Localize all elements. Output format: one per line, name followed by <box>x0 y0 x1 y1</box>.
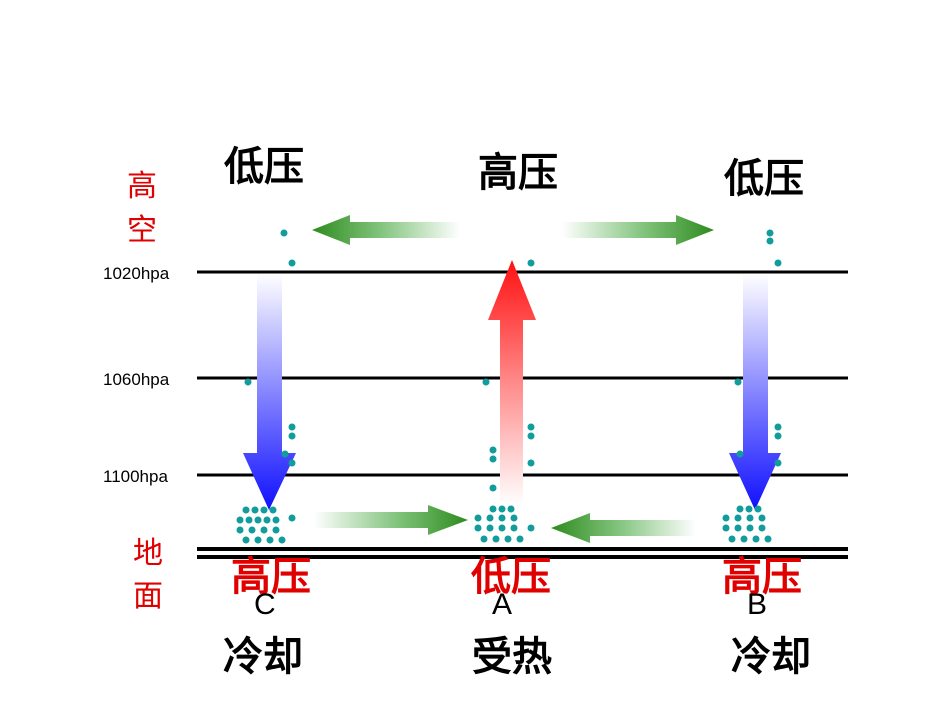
pressure-label-1020: 1020hpa <box>103 264 170 283</box>
pressure-label-1060: 1060hpa <box>103 370 170 389</box>
state-label-left: 冷却 <box>223 634 303 680</box>
state-label-right: 冷却 <box>731 634 811 680</box>
upper-arrow-left <box>312 215 460 245</box>
upper-arrow-right <box>562 215 714 245</box>
air-particles <box>236 229 782 544</box>
state-label-center: 受热 <box>472 634 552 680</box>
point-label-b: B <box>747 588 767 621</box>
side-label-upper-2: 空 <box>127 213 157 248</box>
ground-arrow-right <box>314 505 468 535</box>
upper-label-right: 低压 <box>724 156 804 202</box>
point-label-c: C <box>254 588 276 621</box>
down-arrow-right <box>729 274 781 510</box>
side-label-ground-2: 面 <box>133 579 163 614</box>
down-arrow-left <box>243 274 296 510</box>
side-label-ground-1: 地 <box>133 536 163 571</box>
upper-label-center: 高压 <box>478 150 558 196</box>
pressure-label-1100: 1100hpa <box>103 467 168 486</box>
ground-label-right: 高压 <box>722 554 802 600</box>
point-label-a: A <box>492 588 512 621</box>
side-label-upper-1: 高 <box>127 169 157 204</box>
ground-label-center: 低压 <box>471 554 551 600</box>
ground-arrow-left <box>551 513 696 543</box>
up-arrow-center <box>488 260 536 505</box>
ground-label-left: 高压 <box>231 554 311 600</box>
upper-label-left: 低压 <box>224 144 304 190</box>
